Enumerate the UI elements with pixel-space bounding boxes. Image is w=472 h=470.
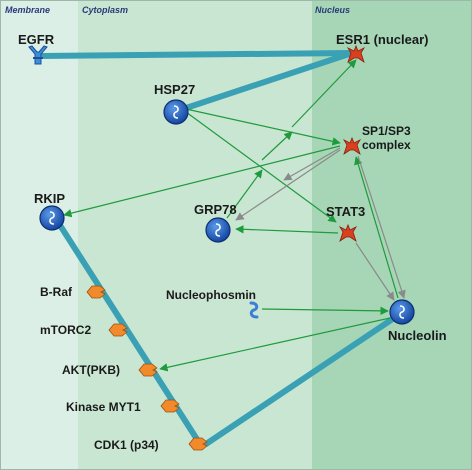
mtorc2-label: mTORC2 [40, 323, 91, 337]
kinase-icon [86, 285, 106, 299]
arrow-hsp27-sp1 [185, 108, 341, 146]
arrow-sp1-junction [283, 147, 341, 181]
protein-icon [39, 205, 65, 231]
arrow-nucleolin-akt [159, 317, 391, 372]
nucleus-label: Nucleus [315, 5, 350, 15]
squiggle-protein-icon [249, 301, 259, 319]
transcription-factor-icon [338, 223, 358, 242]
arrow-mid-esr1 [261, 131, 293, 161]
hsp27-label: HSP27 [154, 82, 195, 97]
egfr-label: EGFR [18, 32, 55, 47]
kinase-icon [160, 399, 180, 413]
stat3-label: STAT3 [326, 204, 365, 219]
binding-nucleolin-cdk1 [203, 311, 403, 447]
kinase-icon [138, 363, 158, 377]
arrow-nucleolin-sp1 [354, 156, 399, 299]
protein-icon [205, 217, 231, 243]
myt1-label: Kinase MYT1 [66, 400, 141, 414]
nucleolin-label: Nucleolin [388, 328, 447, 343]
arrow-stat3-nucleolin [355, 242, 395, 301]
cytoplasm-label: Cytoplasm [82, 5, 128, 15]
arrow-hsp27-stat3 [185, 111, 337, 223]
protein-icon [389, 299, 415, 325]
activation-arrows [63, 59, 399, 372]
akt-label: AKT(PKB) [62, 363, 120, 377]
sp1-label-line1: SP1/SP3 [362, 124, 411, 138]
protein-icon [163, 99, 189, 125]
arrow-stat3-grp78 [235, 225, 339, 234]
cdk1-label: CDK1 (p34) [94, 438, 159, 452]
arrow-junction-esr1 [291, 59, 357, 128]
nucleophosmin-label: Nucleophosmin [166, 288, 256, 302]
arrow-sp1-rkip [63, 145, 341, 218]
esr1-label: ESR1 (nuclear) [336, 32, 428, 47]
gray-arrows [235, 147, 406, 301]
grp78-label: GRP78 [194, 202, 237, 217]
arrow-grp78-junction [226, 169, 263, 219]
transcription-factor-icon [346, 44, 366, 63]
receptor-icon [28, 45, 48, 65]
transcription-factor-icon [342, 136, 362, 155]
arrow-sp1-nucleolin [357, 155, 406, 299]
braf-label: B-Raf [40, 285, 73, 299]
kinase-icon [188, 437, 208, 451]
arrow-nucleophosmin-nucleolin [261, 306, 389, 316]
arrow-sp1-grp78 [235, 149, 341, 221]
sp1-label-line2: complex [362, 138, 411, 152]
rkip-label: RKIP [34, 191, 65, 206]
nucleus-region [312, 0, 472, 470]
binding-egfr-esr1 [37, 50, 355, 59]
membrane-label: Membrane [5, 5, 50, 15]
binding-hsp27-esr1 [171, 50, 355, 115]
kinase-icon [108, 323, 128, 337]
